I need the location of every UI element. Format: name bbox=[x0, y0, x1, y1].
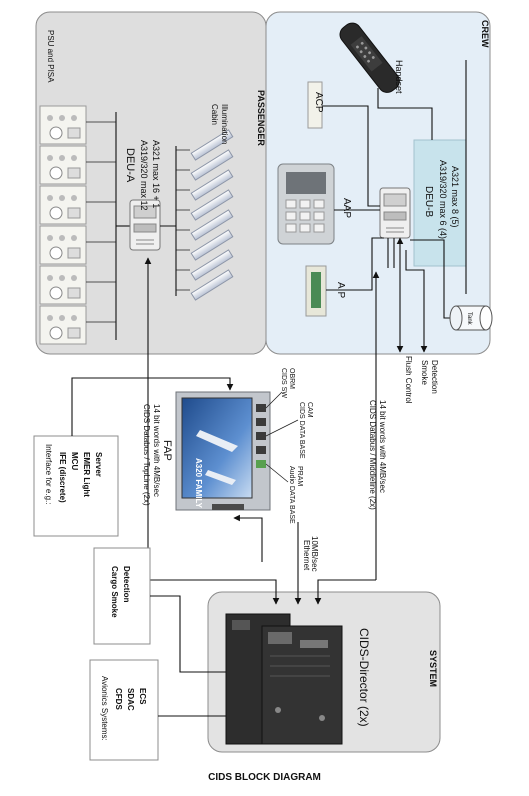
deu-a-device bbox=[129, 199, 161, 251]
middle-line-label-2: 14 bit words with 4MB/sec bbox=[378, 400, 387, 493]
middle-line-label-1: CIDS Databus / Middleline (2x) bbox=[368, 400, 377, 510]
avionics-title: Avionics Systems: bbox=[100, 676, 109, 741]
cabin-illumination-line1: Cabin bbox=[210, 104, 219, 125]
deu-b-line2: A321 max 8 (5) bbox=[450, 166, 460, 228]
fap-cids-sw-line1: CIDS SW bbox=[280, 368, 287, 398]
cabin-illumination-line2: Illumination bbox=[220, 104, 229, 144]
ethernet-label-1: Ethernet bbox=[302, 540, 311, 571]
top-line-to-fap bbox=[148, 377, 234, 391]
illumination-tube bbox=[190, 169, 234, 201]
acp-to-deu-b-line bbox=[322, 105, 380, 207]
top-line-label-2: 14 bit words with 4MB/sec bbox=[152, 404, 161, 497]
fap-cids-sw-line2: OBRM bbox=[288, 368, 295, 389]
cids-director-label: CIDS-Director (2x) bbox=[357, 628, 371, 727]
avionics-item-ecs: ECS bbox=[138, 688, 147, 705]
handset-icon bbox=[339, 22, 400, 93]
fap-database-cam-line2: CAM bbox=[306, 402, 313, 418]
psu-label: PSU and PISA bbox=[46, 30, 55, 83]
acp-label: ACP bbox=[313, 92, 324, 113]
diagram-caption: CIDS BLOCK DIAGRAM bbox=[208, 772, 321, 783]
system-section-title: SYSTEM bbox=[428, 650, 438, 687]
interface-box: Interface for e.g.: IFE (discrete) MCU E… bbox=[33, 435, 119, 537]
fap-return-line bbox=[233, 514, 263, 562]
aip-device bbox=[305, 265, 327, 317]
fap-audio-database-line2: PRAM bbox=[296, 466, 303, 486]
fap-database-cam-line1: CIDS DATA BASE bbox=[298, 402, 305, 459]
tank-icon bbox=[449, 305, 493, 331]
psu-unit bbox=[39, 305, 87, 345]
deu-a-line2: A321 max 16 + 1 bbox=[151, 140, 161, 208]
fap-device bbox=[175, 391, 271, 511]
interface-to-top-line bbox=[71, 377, 148, 436]
deu-a-name: DEU-A bbox=[124, 148, 136, 183]
illumination-tube bbox=[190, 189, 234, 221]
middle-line-to-director bbox=[314, 579, 376, 605]
illumination-tube bbox=[190, 209, 234, 241]
cargo-to-director-line bbox=[150, 595, 236, 673]
handset-label: Handset bbox=[394, 60, 404, 94]
avionics-item-cfds: CFDS bbox=[114, 688, 123, 710]
interface-item-server: Server bbox=[94, 452, 103, 477]
handset-to-deu-b-line bbox=[377, 60, 467, 294]
psu-unit bbox=[39, 225, 87, 265]
psu-unit bbox=[39, 265, 87, 305]
psu-unit bbox=[39, 185, 87, 225]
cargo-smoke-line1: Cargo Smoke bbox=[110, 566, 119, 618]
illumination-tube bbox=[190, 149, 234, 181]
deu-b-bus-lines bbox=[387, 238, 395, 268]
smoke-detection-line2: Detection bbox=[430, 360, 439, 394]
crew-section-title: CREW bbox=[480, 20, 490, 48]
fap-audio-database-line1: Audio DATA BASE bbox=[288, 466, 295, 524]
acp-device bbox=[307, 81, 323, 129]
passenger-section-title: PASSENGER bbox=[256, 90, 266, 146]
cabin-illumination-tubes bbox=[190, 129, 234, 301]
tank-label: Tank bbox=[466, 312, 472, 326]
illumination-tube bbox=[190, 249, 234, 281]
illumination-tube bbox=[190, 129, 234, 161]
illumination-tube bbox=[190, 269, 234, 301]
interface-item-mcu: MCU bbox=[70, 452, 79, 470]
psu-unit bbox=[39, 105, 87, 145]
deu-a-to-illumination-line bbox=[160, 146, 177, 296]
aap-label: AAP bbox=[341, 198, 352, 218]
top-line-bus bbox=[147, 378, 280, 605]
avionics-item-sdac: SDAC bbox=[126, 688, 135, 711]
aap-device bbox=[277, 163, 335, 245]
deu-a-line1: A319/320 max 12 bbox=[139, 140, 149, 211]
deu-b-line1: A319/320 max 6 (4) bbox=[438, 160, 448, 239]
smoke-detection-line bbox=[405, 250, 428, 353]
avionics-box: Avionics Systems: CFDS SDAC ECS bbox=[89, 659, 159, 761]
deu-b-info-box bbox=[413, 139, 467, 267]
illumination-tube bbox=[190, 229, 234, 261]
interface-item-ife: IFE (discrete) bbox=[58, 452, 67, 503]
smoke-detection-line1: Smoke bbox=[420, 360, 429, 385]
interface-box-title: Interface for e.g.: bbox=[44, 444, 53, 504]
interface-item-emer-light: EMER Light bbox=[82, 452, 91, 497]
cargo-smoke-line2: Detection bbox=[122, 566, 131, 603]
deu-b-device bbox=[379, 187, 411, 239]
top-line-label-1: CIDS Databus / TopLine (2x) bbox=[142, 404, 151, 506]
cids-director-device bbox=[225, 613, 343, 745]
illumination-branch-lines bbox=[176, 149, 190, 291]
fap-data-pointers bbox=[265, 391, 299, 483]
fap-label: FAP bbox=[161, 440, 173, 461]
psu-pisa-units bbox=[39, 105, 87, 345]
deu-b-name: DEU-B bbox=[423, 186, 434, 217]
cargo-smoke-box: Cargo Smoke Detection bbox=[93, 547, 151, 645]
psu-branch-lines bbox=[86, 121, 116, 323]
psu-unit bbox=[39, 145, 87, 185]
flush-control-label: Flush Control bbox=[404, 356, 413, 404]
fap-screen-brand: A320 FAMILY bbox=[194, 458, 203, 509]
ethernet-label-2: 10MB/sec bbox=[310, 536, 319, 572]
aip-to-deu-b-line bbox=[326, 237, 384, 291]
